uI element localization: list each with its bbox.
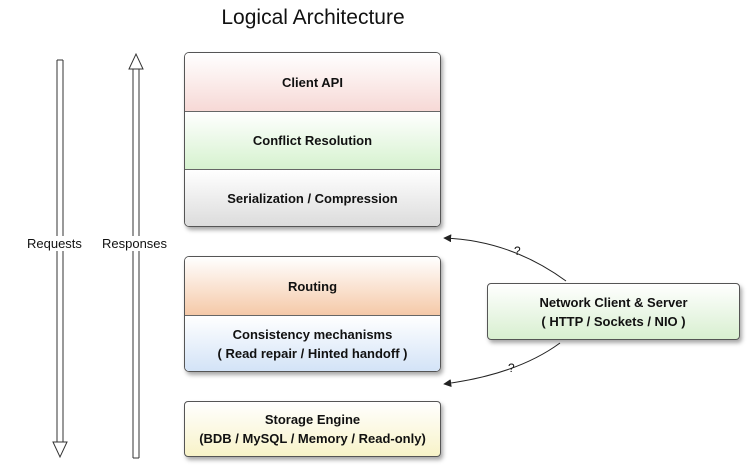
network-title: Network Client & Server (539, 294, 688, 310)
network-to-lower-arrow (443, 342, 561, 388)
middle-layer-stack: Routing Consistency mechanisms ( Read re… (184, 256, 441, 372)
consistency-detail: ( Read repair / Hinted handoff ) (217, 345, 408, 361)
client-api-layer: Client API (185, 53, 440, 111)
requests-label: Requests (25, 236, 84, 251)
storage-engine-title: Storage Engine (264, 412, 361, 427)
responses-arrow (128, 52, 144, 459)
routing-layer: Routing (185, 257, 440, 315)
client-api-label: Client API (282, 74, 343, 90)
upper-layer-stack: Client API Conflict Resolution Serializa… (184, 52, 441, 227)
network-to-upper-arrow (443, 234, 567, 282)
network-client-server-box: Network Client & Server ( HTTP / Sockets… (487, 283, 740, 340)
serialization-layer: Serialization / Compression (185, 169, 440, 226)
diagram-title: Logical Architecture (221, 6, 405, 29)
requests-arrow (52, 59, 68, 459)
network-detail: ( HTTP / Sockets / NIO ) (541, 313, 686, 329)
conflict-resolution-layer: Conflict Resolution (185, 111, 440, 169)
storage-engine-detail: (BDB / MySQL / Memory / Read-only) (199, 431, 426, 446)
question-mark-upper: ? (514, 244, 521, 258)
conflict-resolution-label: Conflict Resolution (252, 133, 373, 148)
responses-label: Responses (100, 236, 170, 251)
storage-engine-box: Storage Engine (BDB / MySQL / Memory / R… (184, 401, 441, 457)
question-mark-lower: ? (508, 361, 515, 375)
consistency-title: Consistency mechanisms (232, 326, 393, 342)
serialization-label: Serialization / Compression (227, 190, 398, 206)
consistency-layer: Consistency mechanisms ( Read repair / H… (185, 315, 440, 371)
routing-label: Routing (287, 278, 338, 294)
